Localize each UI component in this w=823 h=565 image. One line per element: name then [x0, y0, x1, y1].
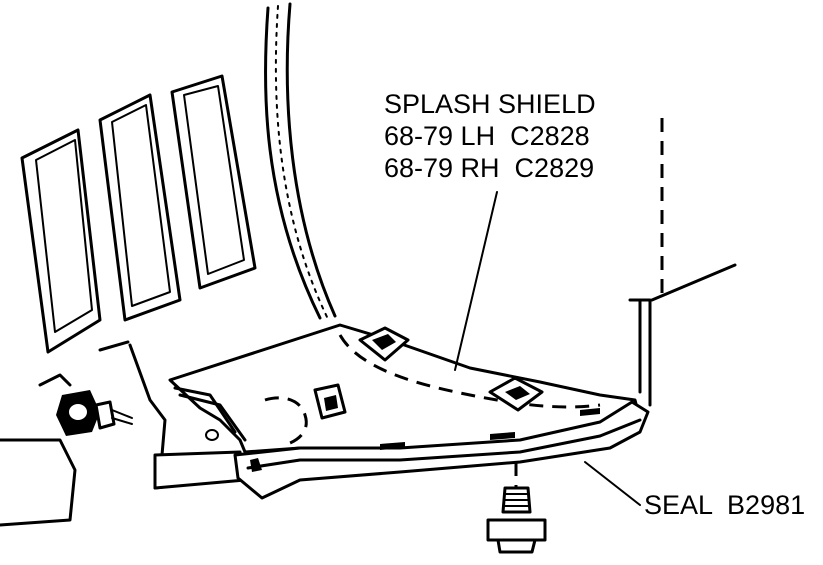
seal-part-label: SEAL B2981 — [644, 490, 806, 520]
clip-nut-3 — [488, 376, 544, 412]
splash-shield-lh-part: 68-79 LH C2828 — [384, 121, 590, 151]
seal-strip — [233, 400, 650, 500]
leader-lines — [454, 191, 641, 506]
clip-nut-1 — [358, 326, 410, 362]
clip-nut-2 — [313, 383, 347, 420]
grille-louver-1 — [20, 128, 102, 354]
splash-shield-title: SPLASH SHIELD — [384, 89, 596, 119]
splash-shield-rh-part: 68-79 RH C2829 — [384, 153, 595, 183]
body-reference-line — [628, 118, 737, 407]
bolt-fastener — [0, 373, 133, 527]
grille-louver-3 — [170, 74, 257, 290]
fender-edge — [263, 2, 337, 320]
seal-screw — [486, 462, 547, 554]
grille-louver-2 — [98, 93, 182, 322]
hidden-edges — [264, 334, 601, 447]
